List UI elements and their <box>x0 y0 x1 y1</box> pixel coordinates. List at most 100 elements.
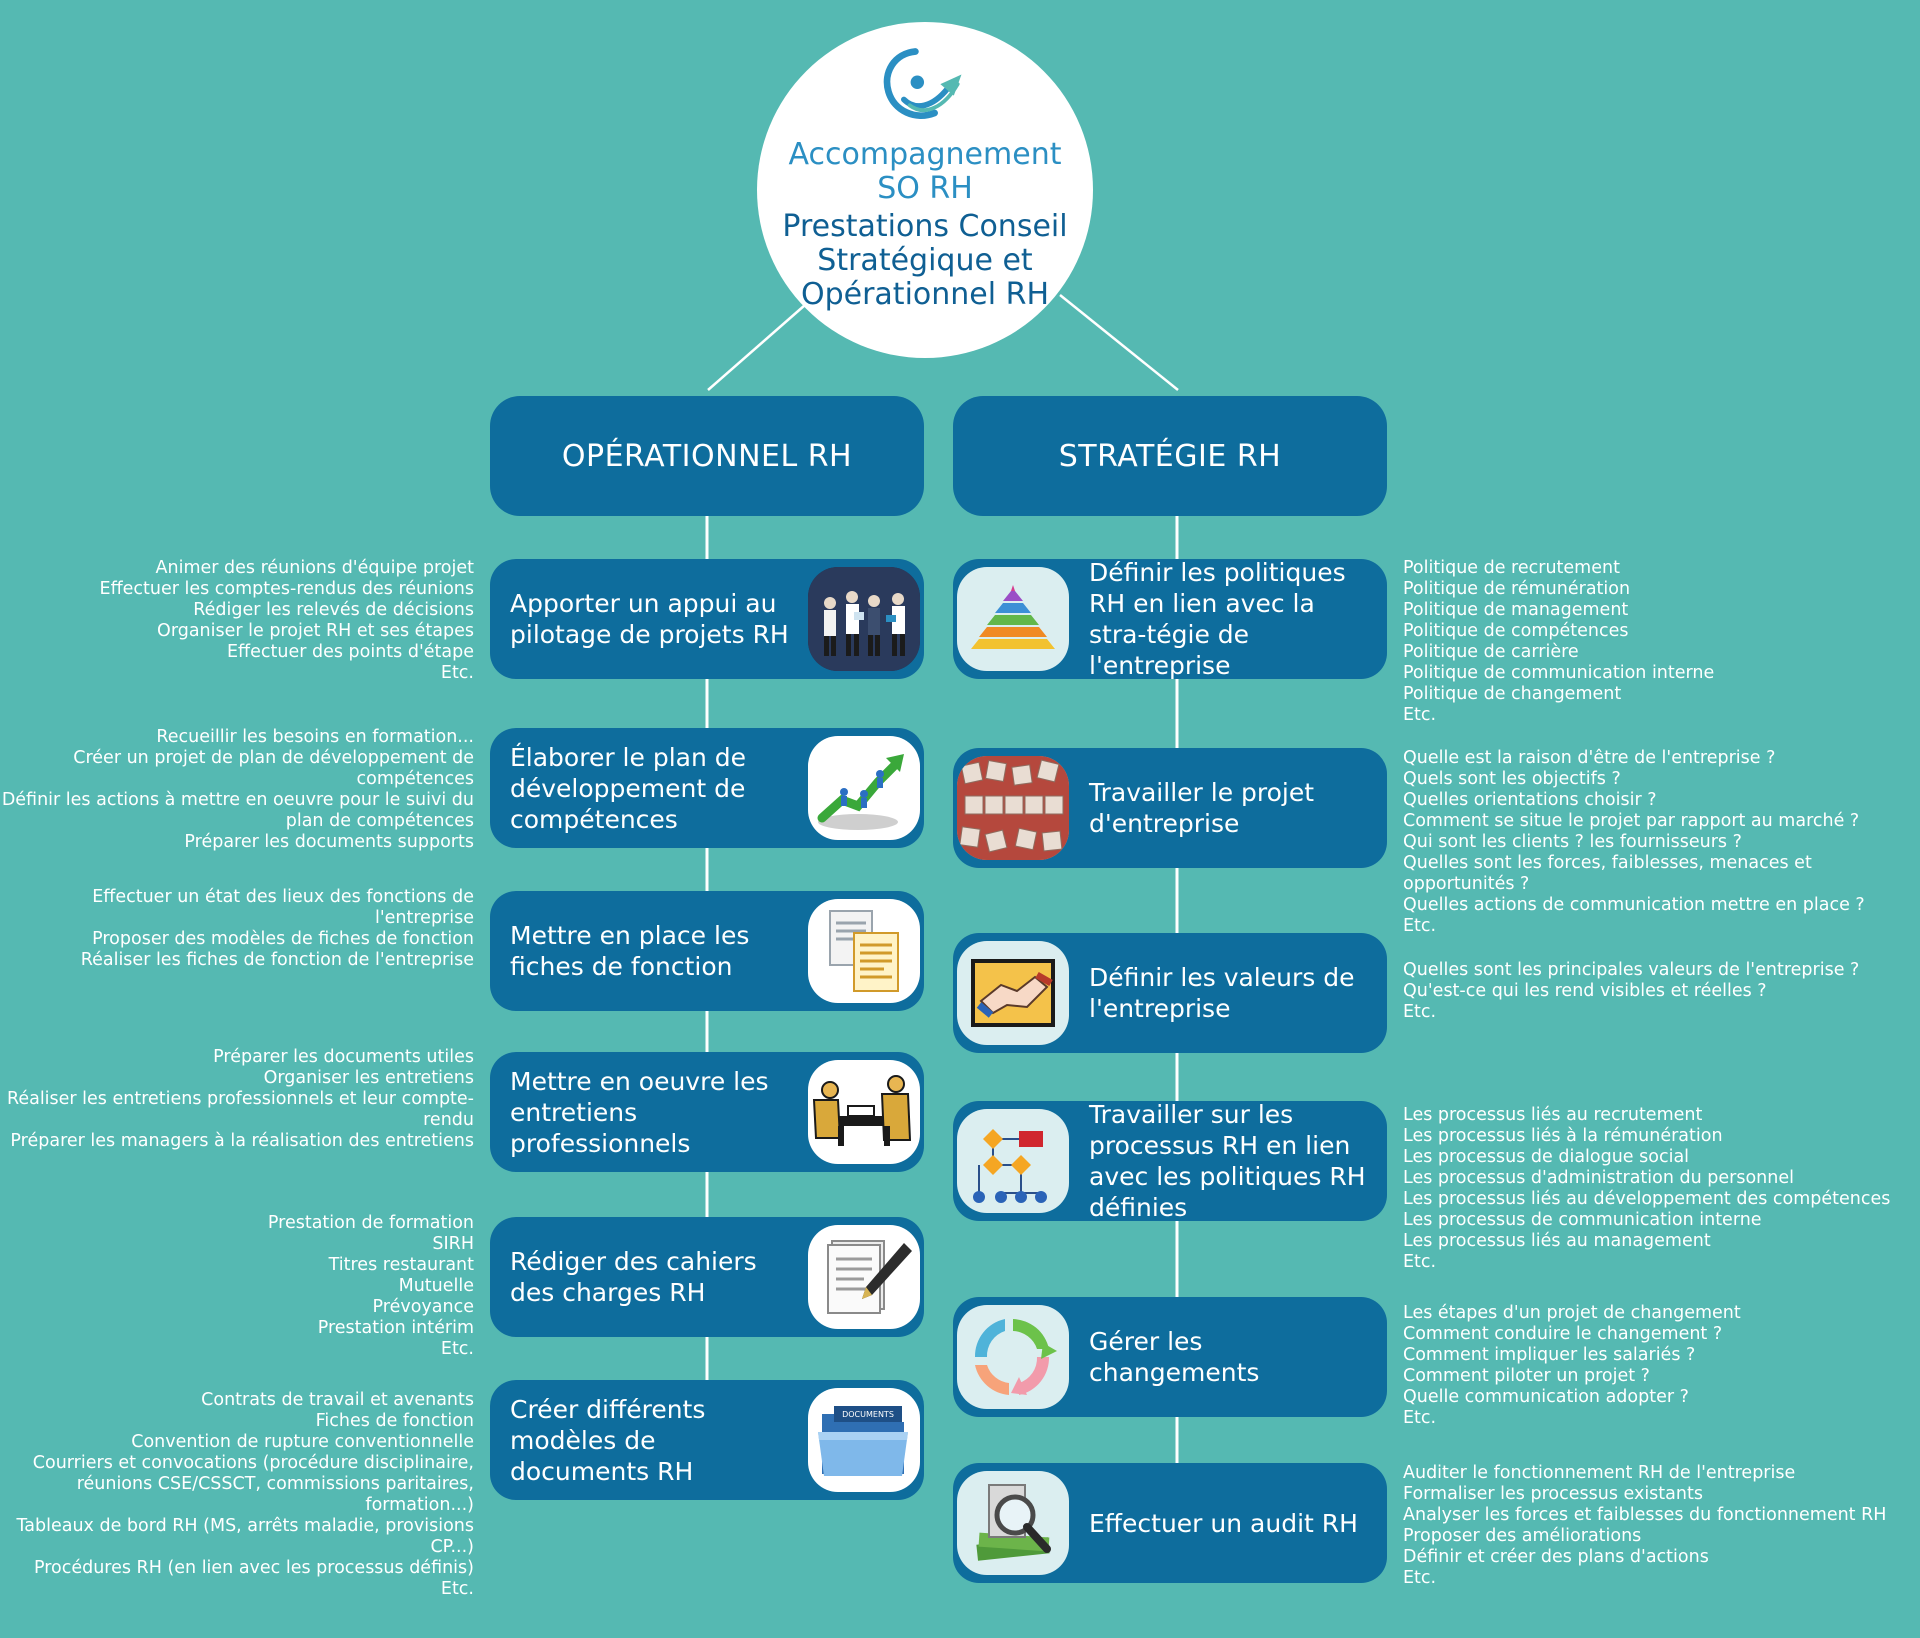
list-item: Comment se situe le projet par rapport a… <box>1403 811 1860 831</box>
list-item: Politique de changement <box>1403 684 1622 704</box>
card-label: Élaborer le plan de développement de com… <box>510 742 747 834</box>
list-item: Quelles sont les principales valeurs de … <box>1403 960 1860 980</box>
list-item: Les processus d'administration du person… <box>1403 1168 1794 1188</box>
list-item: Prestation de formation <box>267 1213 474 1233</box>
list-item: Politique de compétences <box>1403 621 1629 641</box>
operationnel-card-documents: Créer différents modèles de documents RH… <box>490 1380 924 1500</box>
list-item: Politique de communication interne <box>1403 663 1715 683</box>
list-item: Définir et créer des plans d'actions <box>1403 1547 1709 1567</box>
card-label: Définir les politiques RH en lien avec l… <box>1089 558 1346 680</box>
list-item: Etc. <box>440 1579 474 1599</box>
card-label: Mettre en place les fiches de fonction <box>510 921 750 981</box>
operationnel-list-entretiens: Préparer les documents utiles Organiser … <box>0 1047 474 1152</box>
list-item: Etc. <box>1403 1408 1437 1428</box>
list-item: Qui sont les clients ? les fournisseurs … <box>1403 832 1742 852</box>
list-item: Comment impliquer les salariés ? <box>1403 1345 1696 1365</box>
list-item: Comment piloter un projet ? <box>1403 1366 1650 1386</box>
list-item: Quelles orientations choisir ? <box>1403 790 1657 810</box>
list-item: Quelles actions de communication mettre … <box>1403 895 1865 915</box>
list-item: Rédiger les relevés de décisions <box>193 600 474 620</box>
list-item: Préparer les documents utiles <box>213 1047 474 1067</box>
list-item: Les processus liés au développement des … <box>1403 1189 1891 1209</box>
list-item: Courriers et convocations (procédure dis… <box>32 1453 474 1515</box>
strategie-list-processus: Les processus liés au recrutement Les pr… <box>1403 1105 1913 1273</box>
operationnel-list-documents: Contrats de travail et avenants Fiches d… <box>0 1390 474 1600</box>
growth-chart-icon <box>808 736 920 840</box>
handshake-icon <box>957 941 1069 1045</box>
operationnel-card-entretiens: Mettre en oeuvre les entretiens professi… <box>490 1052 924 1172</box>
list-item: Effectuer les comptes-rendus des réunion… <box>99 579 474 599</box>
operationnel-list-fiches: Effectuer un état des lieux des fonction… <box>0 887 474 971</box>
strategie-list-audit: Auditer le fonctionnement RH de l'entrep… <box>1403 1463 1913 1589</box>
list-item: Les processus liés au recrutement <box>1403 1105 1703 1125</box>
interview-icon <box>808 1060 920 1164</box>
so-rh-logo-icon <box>883 48 962 119</box>
team-meeting-icon <box>808 567 920 671</box>
vision-blocks-icon <box>957 756 1069 860</box>
list-item: Organiser les entretiens <box>263 1068 474 1088</box>
operationnel-card-cahiers: Rédiger des cahiers des charges RH <box>490 1217 924 1337</box>
list-item: SIRH <box>432 1234 474 1254</box>
list-item: Etc. <box>1403 1252 1437 1272</box>
card-label: Rédiger des cahiers des charges RH <box>510 1247 757 1307</box>
list-item: Politique de rémunération <box>1403 579 1631 599</box>
list-item: Réaliser les entretiens professionnels e… <box>6 1089 474 1130</box>
operationnel-card-fiches: Mettre en place les fiches de fonction <box>490 891 924 1011</box>
list-item: Proposer des modèles de fiches de foncti… <box>92 929 474 949</box>
list-item: Les étapes d'un projet de changement <box>1403 1303 1741 1323</box>
list-item: Effectuer un état des lieux des fonction… <box>92 887 474 928</box>
cycle-arrows-icon <box>957 1305 1069 1409</box>
list-item: Prestation intérim <box>317 1318 474 1338</box>
operationnel-list-projets: Animer des réunions d'équipe projet Effe… <box>0 558 474 684</box>
list-item: Formaliser les processus existants <box>1403 1484 1703 1504</box>
list-item: Préparer les documents supports <box>184 832 474 852</box>
list-item: Analyser les forces et faiblesses du fon… <box>1403 1505 1887 1525</box>
strategie-list-valeurs: Quelles sont les principales valeurs de … <box>1403 960 1913 1023</box>
pyramid-icon <box>957 567 1069 671</box>
list-item: Procédures RH (en lien avec les processu… <box>33 1558 474 1578</box>
hub-brand: SO RH <box>877 171 973 206</box>
strategie-card-politiques: Définir les politiques RH en lien avec l… <box>953 558 1387 680</box>
strategie-list-politiques: Politique de recrutement Politique de ré… <box>1403 558 1913 726</box>
operationnel-list-cahiers: Prestation de formation SIRH Titres rest… <box>0 1213 474 1360</box>
documents-icon <box>808 899 920 1003</box>
list-item: Quelles sont les forces, faiblesses, men… <box>1403 853 1812 894</box>
card-label: Créer différents modèles de documents RH <box>510 1394 706 1486</box>
list-item: Etc. <box>440 1339 474 1359</box>
list-item: Définir les actions à mettre en oeuvre p… <box>1 790 474 831</box>
card-label: Mettre en oeuvre les entretiens professi… <box>510 1066 769 1158</box>
list-item: Convention de rupture conventionnelle <box>131 1432 474 1452</box>
card-label: Travailler sur les processus RH en lien … <box>1089 1100 1366 1222</box>
hub-subtitle: Prestations Conseil Stratégique et Opéra… <box>782 209 1068 312</box>
list-item: Réaliser les fiches de fonction de l'ent… <box>80 950 474 970</box>
magnifier-money-icon <box>957 1471 1069 1575</box>
list-item: Etc. <box>1403 705 1437 725</box>
strategie-card-audit: Effectuer un audit RH <box>953 1463 1387 1583</box>
list-item: Titres restaurant <box>328 1255 474 1275</box>
list-item: Quels sont les objectifs ? <box>1403 769 1621 789</box>
list-item: Etc. <box>1403 1002 1437 1022</box>
operationnel-card-projets: Apporter un appui au pilotage de projets… <box>490 559 924 679</box>
list-item: Organiser le projet RH et ses étapes <box>157 621 474 641</box>
list-item: Créer un projet de plan de développement… <box>73 748 474 789</box>
card-label: Gérer les changements <box>1089 1327 1260 1387</box>
list-item: Contrats de travail et avenants <box>201 1390 474 1410</box>
list-item: Les processus de communication interne <box>1403 1210 1762 1230</box>
list-item: Qu'est-ce qui les rend visibles et réell… <box>1403 981 1767 1001</box>
strategie-list-changements: Les étapes d'un projet de changement Com… <box>1403 1303 1913 1429</box>
folder-caption: DOCUMENTS <box>842 1410 894 1419</box>
hub-title: Accompagnement <box>788 137 1062 172</box>
list-item: Proposer des améliorations <box>1403 1526 1642 1546</box>
list-item: Mutuelle <box>398 1276 474 1296</box>
operationnel-header: OPÉRATIONNEL RH <box>490 396 924 516</box>
list-item: Etc. <box>1403 1568 1437 1588</box>
strategie-card-processus: Travailler sur les processus RH en lien … <box>953 1100 1387 1222</box>
list-item: Les processus liés au management <box>1403 1231 1711 1251</box>
list-item: Comment conduire le changement ? <box>1403 1324 1723 1344</box>
flowchart-icon <box>957 1109 1069 1213</box>
card-label: Travailler le projet d'entreprise <box>1089 778 1315 838</box>
list-item: Etc. <box>440 663 474 683</box>
list-item: Politique de carrière <box>1403 642 1579 662</box>
list-item: Animer des réunions d'équipe projet <box>155 558 474 578</box>
